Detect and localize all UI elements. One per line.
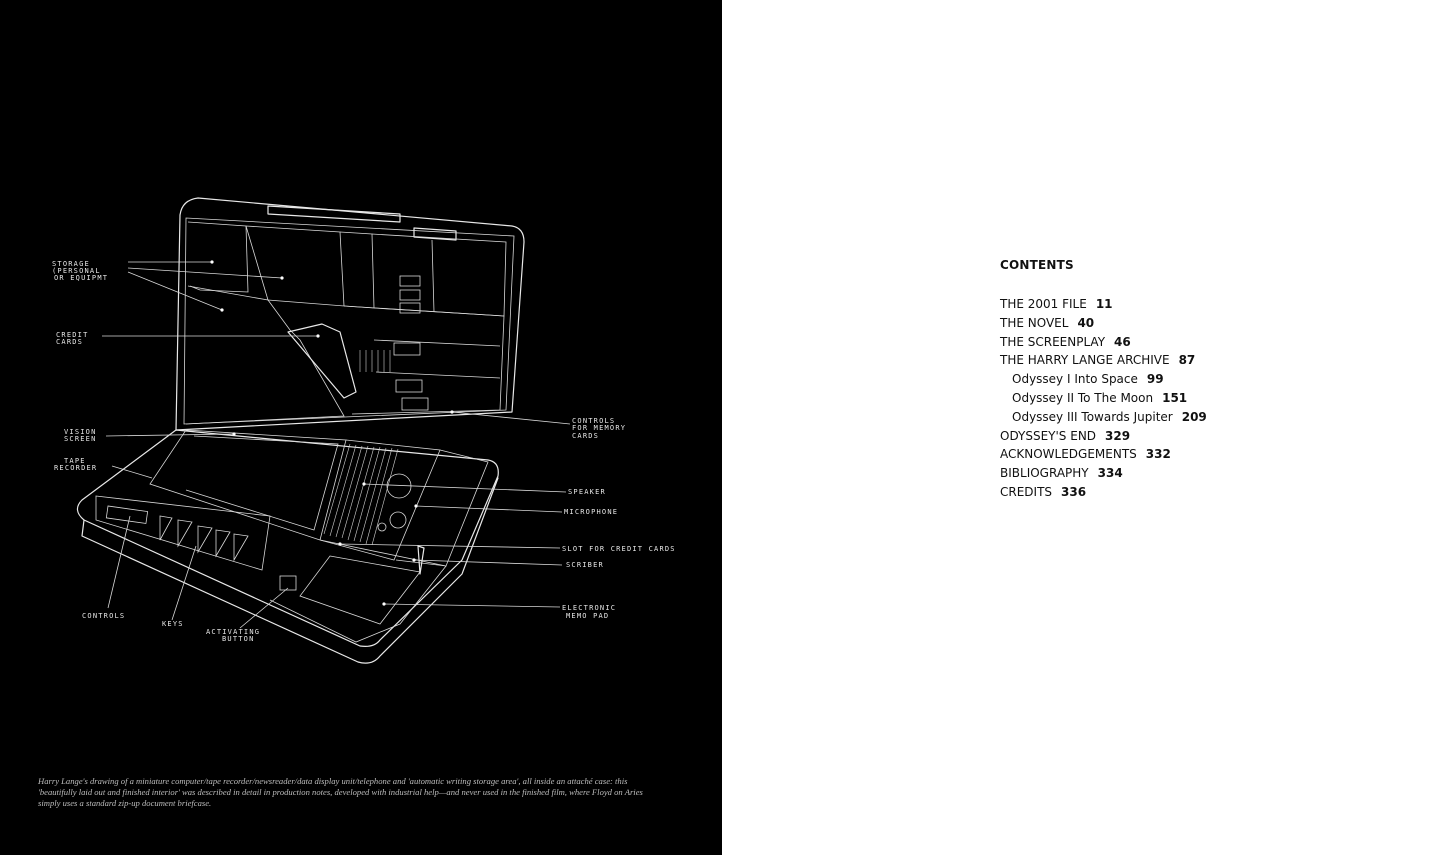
toc-entry[interactable]: THE NOVEL 40 bbox=[1000, 314, 1207, 333]
label-storage-2: (PERSONAL bbox=[52, 267, 101, 275]
toc-page-number: 209 bbox=[1181, 409, 1207, 424]
toc-entry-title: THE SCREENPLAY bbox=[1000, 334, 1106, 349]
label-storage-3: OR EQUIPMT bbox=[54, 274, 108, 282]
toc-page-number: 334 bbox=[1097, 466, 1123, 481]
toc-page-number: 151 bbox=[1162, 390, 1188, 405]
right-page bbox=[722, 0, 1445, 855]
label-microphone: MICROPHONE bbox=[564, 508, 618, 516]
label-controls: CONTROLS bbox=[82, 612, 125, 620]
toc-entry[interactable]: THE 2001 FILE 11 bbox=[1000, 295, 1207, 314]
toc-page-number: 99 bbox=[1146, 372, 1164, 387]
toc-entry-title: CREDITS bbox=[1000, 484, 1053, 499]
label-controls-memory-1: CONTROLS bbox=[572, 417, 615, 425]
label-slot: SLOT FOR CREDIT CARDS bbox=[562, 545, 676, 553]
toc-entry-title: THE NOVEL bbox=[1000, 315, 1069, 330]
label-memo-pad-1: ELECTRONIC bbox=[562, 604, 616, 612]
toc-page-number: 336 bbox=[1061, 484, 1087, 499]
attache-case-drawing: STORAGE (PERSONAL OR EQUIPMT CREDIT CARD… bbox=[52, 197, 676, 664]
label-storage-1: STORAGE bbox=[52, 260, 90, 268]
toc-page-number: 46 bbox=[1114, 334, 1131, 349]
label-controls-memory-2: FOR MEMORY bbox=[572, 424, 626, 432]
label-controls-memory-3: CARDS bbox=[572, 432, 599, 440]
figure-caption: Harry Lange's drawing of a miniature com… bbox=[38, 776, 643, 808]
toc-entry-title: THE HARRY LANGE ARCHIVE bbox=[1000, 353, 1170, 368]
contents-heading: CONTENTS bbox=[1000, 258, 1074, 272]
toc-page-number: 11 bbox=[1095, 297, 1113, 311]
label-activating-button-2: BUTTON bbox=[222, 635, 255, 643]
toc-entry[interactable]: Odyssey II To The Moon 151 bbox=[1000, 389, 1207, 408]
toc-entry[interactable]: Odyssey III Towards Jupiter 209 bbox=[1000, 408, 1207, 427]
toc-entry-title: ODYSSEY'S END bbox=[1000, 428, 1097, 443]
label-credit-cards-2: CARDS bbox=[56, 338, 83, 346]
toc-entry[interactable]: THE HARRY LANGE ARCHIVE 87 bbox=[1000, 351, 1207, 370]
toc-entry-title: BIBLIOGRAPHY bbox=[1000, 466, 1089, 481]
label-activating-button-1: ACTIVATING bbox=[206, 628, 260, 636]
toc-entry[interactable]: Odyssey I Into Space 99 bbox=[1000, 370, 1207, 389]
toc-page-number: 40 bbox=[1077, 315, 1095, 330]
label-credit-cards-1: CREDIT bbox=[56, 331, 89, 339]
toc-entry-title: Odyssey III Towards Jupiter bbox=[1012, 409, 1173, 424]
toc-page-number: 87 bbox=[1178, 353, 1196, 368]
toc-page-number: 332 bbox=[1145, 447, 1171, 462]
label-tape-recorder-1: TAPE bbox=[64, 457, 86, 465]
toc-entry[interactable]: BIBLIOGRAPHY 334 bbox=[1000, 464, 1207, 483]
toc-entry-title: Odyssey II To The Moon bbox=[1012, 390, 1154, 405]
toc-entry-title: ACKNOWLEDGEMENTS bbox=[1000, 447, 1137, 462]
label-vision-screen-2: SCREEN bbox=[64, 435, 97, 443]
toc-entry[interactable]: THE SCREENPLAY 46 bbox=[1000, 333, 1207, 352]
toc-entry[interactable]: ODYSSEY'S END 329 bbox=[1000, 427, 1207, 446]
label-keys: KEYS bbox=[162, 620, 184, 628]
label-vision-screen-1: VISION bbox=[64, 428, 97, 436]
toc-entry[interactable]: ACKNOWLEDGEMENTS 332 bbox=[1000, 445, 1207, 464]
left-page: STORAGE (PERSONAL OR EQUIPMT CREDIT CARD… bbox=[0, 0, 722, 855]
label-tape-recorder-2: RECORDER bbox=[54, 464, 97, 472]
toc-entry-title: THE 2001 FILE bbox=[1000, 297, 1087, 311]
toc-entry[interactable]: CREDITS 336 bbox=[1000, 483, 1207, 502]
toc-entry-title: Odyssey I Into Space bbox=[1012, 372, 1138, 387]
label-speaker: SPEAKER bbox=[568, 488, 606, 496]
label-memo-pad-2: MEMO PAD bbox=[566, 612, 609, 620]
toc-page-number: 329 bbox=[1105, 428, 1131, 443]
label-scriber: SCRIBER bbox=[566, 561, 604, 569]
